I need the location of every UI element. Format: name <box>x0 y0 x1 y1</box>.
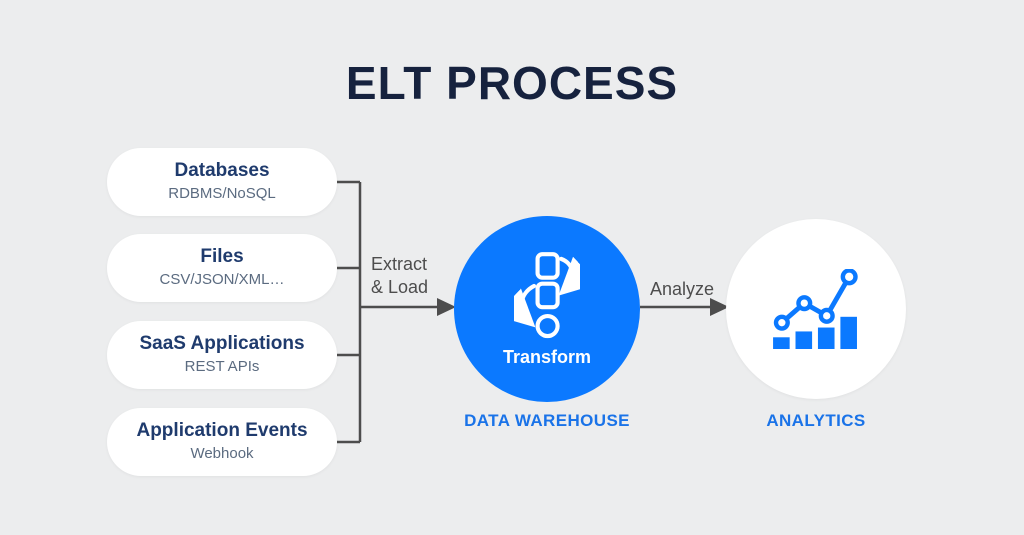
source-pill-files: Files CSV/JSON/XML… <box>107 234 337 302</box>
extract-load-label: Extract & Load <box>371 253 428 299</box>
transform-node-label: Transform <box>502 346 592 367</box>
source-label: Files <box>200 246 244 268</box>
analytics-node <box>726 219 906 399</box>
source-stub-lines <box>337 180 360 444</box>
source-label: Databases <box>174 160 270 182</box>
source-pill-databases: Databases RDBMS/NoSQL <box>107 148 337 216</box>
source-pill-saas-applications: SaaS Applications REST APIs <box>107 321 337 389</box>
source-sublabel: REST APIs <box>184 358 260 376</box>
transform-sync-icon <box>514 251 580 338</box>
source-pill-application-events: Application Events Webhook <box>107 408 337 476</box>
bar-chart-trend-icon <box>773 269 858 349</box>
extract-load-label-line2: & Load <box>371 277 429 297</box>
source-sublabel: Webhook <box>190 445 254 463</box>
data-warehouse-caption: DATA WAREHOUSE <box>464 411 630 430</box>
source-label: Application Events <box>136 420 308 442</box>
source-sublabel: RDBMS/NoSQL <box>168 185 276 203</box>
source-label: SaaS Applications <box>139 333 305 355</box>
analyze-label: Analyze <box>649 279 715 299</box>
extract-load-label-line1: Extract <box>371 254 428 274</box>
source-sublabel: CSV/JSON/XML… <box>159 271 285 289</box>
analytics-caption: ANALYTICS <box>766 411 866 430</box>
data-warehouse-node: Transform <box>454 216 640 402</box>
page-title: ELT PROCESS <box>345 57 679 109</box>
